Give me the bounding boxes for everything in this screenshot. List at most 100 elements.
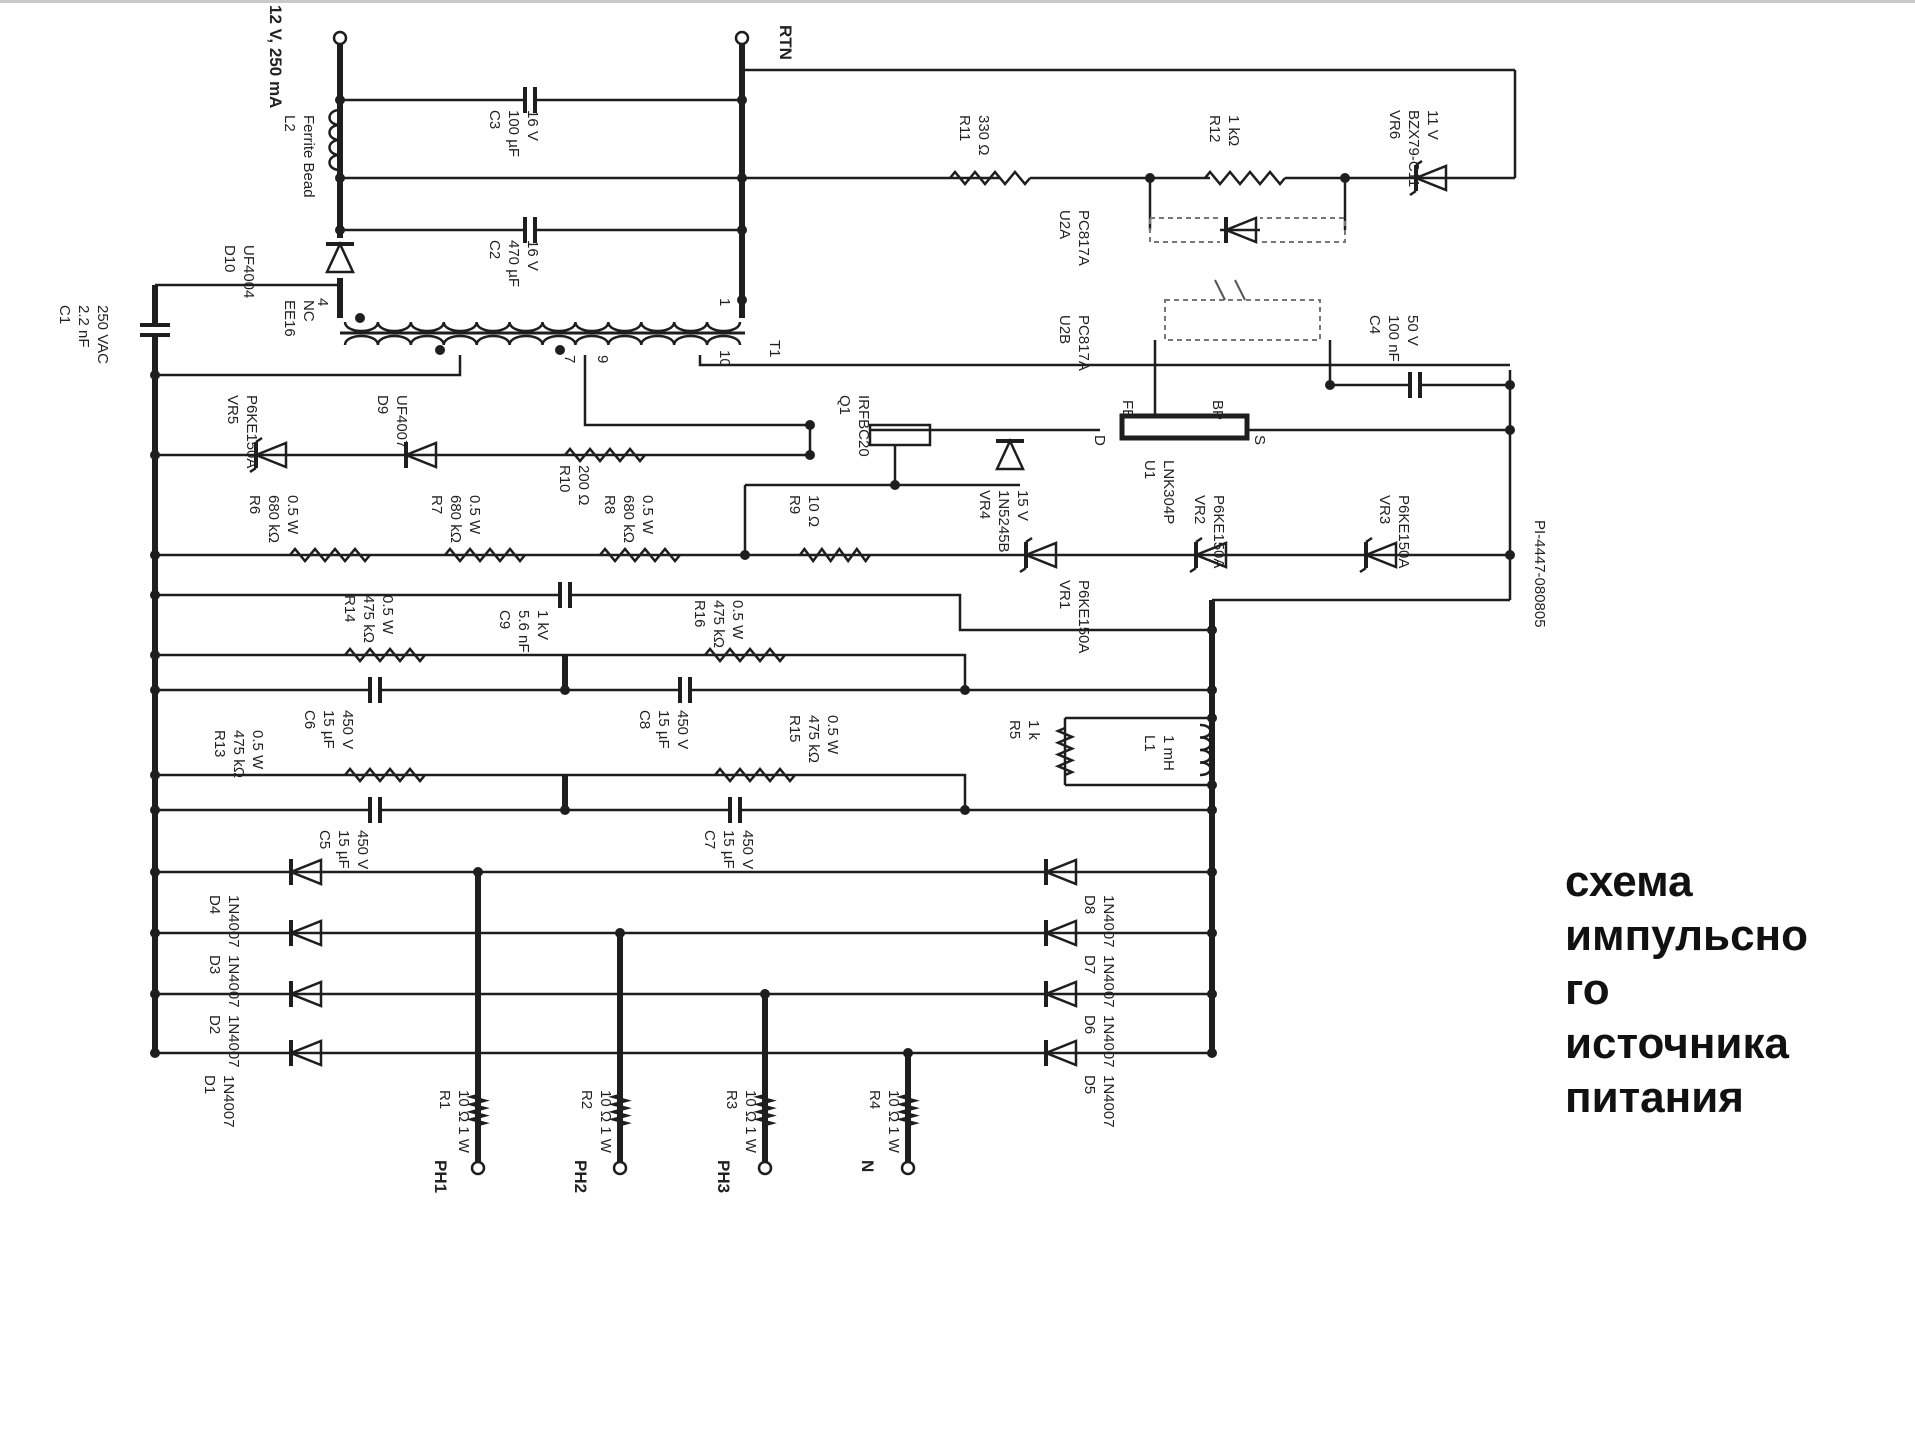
resistor	[289, 547, 371, 563]
label-text: 450 V	[739, 830, 756, 869]
label-text: 680 kΩ	[447, 495, 464, 543]
junction-dot	[760, 989, 770, 999]
junction-dot	[435, 345, 445, 355]
label-text: R3	[723, 1090, 740, 1109]
resistor	[599, 547, 681, 563]
label-text: EE16	[281, 300, 298, 337]
junction-dot	[615, 928, 625, 938]
junction-dot	[1207, 1048, 1217, 1058]
label-text: R5	[1006, 720, 1023, 739]
label-text: 1N4007	[1100, 1075, 1117, 1128]
label-text: 9	[594, 355, 611, 363]
label-text: 0.5 W	[639, 495, 656, 535]
ic-u1	[1119, 413, 1250, 441]
label-text: 1N4007	[225, 1015, 242, 1068]
label-text: R14	[341, 595, 358, 623]
wire	[155, 355, 462, 377]
label-text: 1 k	[1025, 720, 1042, 741]
label-text: R15	[786, 715, 803, 743]
label-text: PC817A	[1075, 210, 1092, 266]
label-text: 12 V, 250 mA	[266, 5, 285, 108]
label-text: D7	[1081, 955, 1098, 974]
junction-dot	[150, 450, 160, 460]
parts	[139, 30, 1515, 1176]
junction-dot	[805, 420, 815, 430]
label-text: 16 V	[524, 110, 541, 141]
label-text: R9	[786, 495, 803, 514]
wire	[698, 355, 742, 367]
label-text: N	[858, 1160, 877, 1172]
label-text: 15 µF	[320, 710, 337, 749]
label-text: P6KE150A	[1075, 580, 1092, 653]
wire	[583, 355, 810, 427]
label-text: D8	[1081, 895, 1098, 914]
junction-dot	[150, 650, 160, 660]
label-text: 475 kΩ	[805, 715, 822, 763]
label-text: UF4007	[393, 395, 410, 448]
junction-dot	[150, 989, 160, 999]
transformer-winding	[343, 321, 742, 333]
component-label: S	[1251, 435, 1268, 445]
label-text: 1N4007	[220, 1075, 237, 1128]
label-text: R4	[866, 1090, 883, 1109]
label-text: BZX79-C11	[1405, 110, 1422, 187]
wire	[155, 593, 1212, 632]
label-text: 1N4007	[225, 955, 242, 1008]
junction-dot	[150, 550, 160, 560]
junction-dot	[150, 1048, 160, 1058]
label-text: R6	[246, 495, 263, 514]
zener-tip	[1025, 536, 1033, 544]
label-text: Q1	[836, 395, 853, 415]
junction-dot	[737, 95, 747, 105]
label-text: 1N4007	[1100, 895, 1117, 948]
label-text: U2A	[1056, 210, 1073, 239]
terminal	[332, 30, 348, 46]
label-text: P6KE150A	[243, 395, 260, 468]
label-text: 2.2 nF	[75, 305, 92, 348]
junction-dot	[1207, 780, 1217, 790]
terminal	[900, 1160, 916, 1176]
caption-line: источника	[1565, 1019, 1789, 1068]
label-text: FB	[1119, 400, 1136, 419]
junction-dot	[805, 450, 815, 460]
label-text: 450 V	[339, 710, 356, 749]
junction-dot	[150, 928, 160, 938]
inductor-coil	[1199, 723, 1212, 777]
junction-dot	[1207, 713, 1217, 723]
wire	[155, 773, 967, 810]
label-text: UF4004	[240, 245, 257, 298]
label-text: LNK304P	[1160, 460, 1177, 524]
caption-line: импульсно	[1565, 911, 1808, 960]
terminal	[734, 30, 750, 46]
label-text: P6KE150A	[1210, 495, 1227, 568]
junction-dot	[473, 867, 483, 877]
label-text: BP	[1209, 400, 1226, 420]
label-text: D1	[201, 1075, 218, 1094]
label-text: C2	[486, 240, 503, 259]
label-text: 10	[716, 350, 733, 367]
label-text: 1 kV	[534, 610, 551, 640]
light-arrows	[1214, 279, 1246, 301]
zener-tip	[1189, 566, 1197, 574]
component-label: D	[1091, 435, 1108, 446]
label-text: PC817A	[1075, 315, 1092, 371]
label-text: 1N5245B	[995, 490, 1012, 553]
label-text: C3	[486, 110, 503, 129]
resistor	[704, 647, 786, 663]
label-text: NC	[300, 300, 317, 322]
label-text: D6	[1081, 1015, 1098, 1034]
